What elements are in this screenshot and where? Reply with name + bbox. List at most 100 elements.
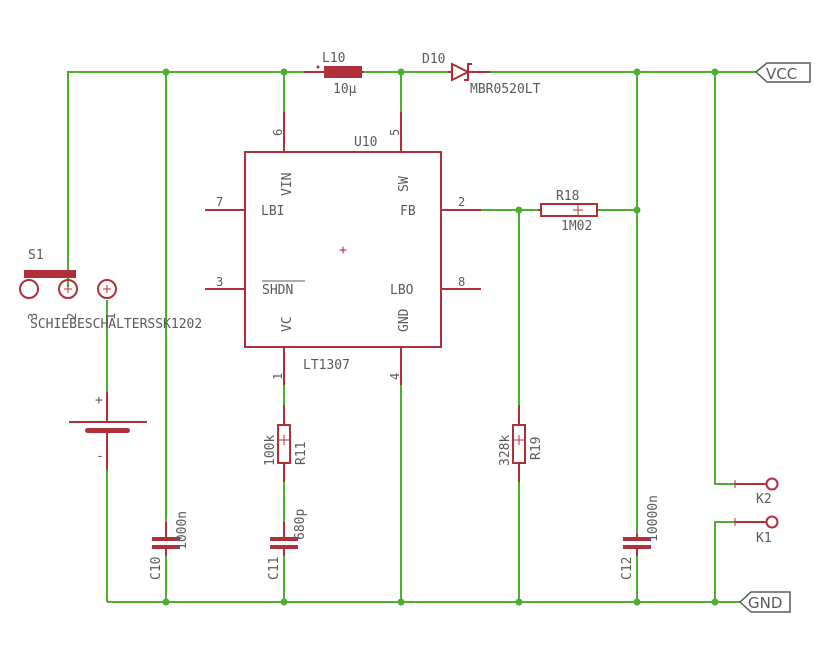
resistor-r11[interactable]: 100k R11: [263, 385, 309, 482]
pin-vc-number: 1: [271, 373, 285, 380]
pin-gnd-label: GND: [397, 308, 412, 332]
resistor-value: 1M02: [561, 219, 592, 234]
diode-value: MBR0520LT: [470, 82, 541, 97]
battery[interactable]: + -: [69, 392, 147, 470]
diode-d10[interactable]: D10 MBR0520LT: [422, 52, 541, 97]
pin-vc-label: VC: [280, 316, 295, 332]
capacitor-name: C12: [620, 557, 635, 580]
junction: [162, 68, 170, 76]
switch-pad-3: [19, 279, 39, 299]
junction: [633, 68, 641, 76]
capacitor-name: C10: [149, 557, 164, 580]
pin-sw-number: 5: [388, 129, 402, 136]
capacitor-plate: [152, 545, 180, 549]
vcc-text: VCC: [766, 65, 797, 83]
slide-switch-s1[interactable]: S1 3 2 1 SCHIEBESCHALTERSSK1202: [19, 248, 202, 332]
switch-pin-3: 3: [26, 313, 40, 320]
wires: [67, 71, 756, 603]
pin-fb-number: 2: [458, 195, 465, 209]
connector-name: K1: [756, 531, 772, 546]
diode-triangle: [451, 62, 471, 82]
junction: [280, 598, 288, 606]
junction: [397, 598, 405, 606]
pin-shdn-label: SHDN: [262, 283, 293, 298]
junction: [633, 598, 641, 606]
diode-name: D10: [422, 52, 445, 67]
capacitor-c10[interactable]: 1000n C10: [149, 511, 190, 580]
connector-pad: [765, 477, 779, 491]
switch-pin-1: 1: [104, 313, 118, 320]
junction: [633, 206, 641, 214]
pin-vin-label: VIN: [280, 173, 295, 196]
capacitor-plate: [623, 545, 651, 549]
junction: [711, 598, 719, 606]
junction: [397, 68, 405, 76]
wire-top-left: [67, 71, 304, 287]
inductor-l10[interactable]: L10 10µ: [304, 51, 364, 97]
switch-pad-1: [97, 279, 117, 299]
resistor-name: R19: [529, 437, 544, 460]
junction: [515, 206, 523, 214]
capacitor-name: C11: [267, 557, 282, 580]
capacitor-c11[interactable]: 680p C11: [267, 509, 308, 580]
capacitor-value: 10000n: [646, 495, 661, 542]
ic-u10[interactable]: + U10 LT1307 6 5 7 2 3 8 1 4 VIN SW LBI …: [205, 112, 481, 385]
gnd-text: GND: [748, 594, 782, 612]
connector-k2[interactable]: K2: [734, 477, 779, 508]
inductor-dot: [316, 65, 320, 69]
junctions: [162, 68, 719, 606]
switch-slider: [24, 270, 76, 278]
connector-name: K2: [756, 492, 772, 507]
resistor-name: R11: [294, 442, 309, 465]
capacitor-plate: [623, 537, 651, 541]
resistor-r19[interactable]: 328k R19: [498, 405, 544, 482]
ic-body: [244, 151, 442, 348]
ic-center-mark: +: [339, 243, 347, 258]
capacitor-value: 680p: [293, 509, 308, 540]
switch-value: SCHIEBESCHALTERSSK1202: [30, 317, 202, 332]
connector-pad: [765, 515, 779, 529]
junction: [162, 598, 170, 606]
inductor-value: 10µ: [333, 82, 357, 97]
inductor-name: L10: [322, 51, 345, 66]
junction: [515, 598, 523, 606]
capacitor-plate: [270, 537, 298, 541]
junction: [711, 68, 719, 76]
capacitor-plate: [152, 537, 180, 541]
ic-name: U10: [354, 135, 377, 150]
resistor-value: 328k: [498, 435, 513, 466]
gnd-supply-label[interactable]: GND: [738, 591, 791, 613]
capacitor-plate: [270, 545, 298, 549]
battery-plus-sign: +: [95, 393, 103, 408]
resistor-r18[interactable]: R18 1M02: [538, 189, 598, 234]
wire-k2: [714, 72, 735, 485]
junction: [280, 68, 288, 76]
battery-negative-plate: [85, 428, 130, 433]
capacitor-c12[interactable]: 10000n C12: [620, 495, 661, 580]
capacitor-value: 1000n: [175, 511, 190, 550]
gnd-flag: [738, 591, 791, 613]
resistor-name: R18: [556, 189, 579, 204]
switch-pin-2: 2: [65, 313, 79, 320]
resistor-body: [540, 203, 598, 217]
vcc-flag: [754, 62, 811, 83]
pin-lbo-number: 8: [458, 275, 465, 289]
pin-gnd-number: 4: [388, 373, 402, 380]
ic-value: LT1307: [303, 358, 350, 373]
vcc-supply-label[interactable]: VCC: [754, 62, 811, 83]
pin-fb-label: FB: [400, 204, 416, 219]
wire-k1: [714, 521, 735, 602]
connector-k1[interactable]: K1: [734, 515, 779, 547]
pin-lbo-label: LBO: [390, 283, 414, 298]
resistor-value: 100k: [263, 435, 278, 466]
pin-sw-label: SW: [397, 176, 412, 192]
pin-shdn-number: 3: [216, 275, 223, 289]
pin-vin-number: 6: [271, 129, 285, 136]
switch-name: S1: [28, 248, 44, 263]
pin-lbi-number: 7: [216, 195, 223, 209]
battery-minus-sign: -: [96, 449, 104, 464]
switch-pad-2: [58, 279, 78, 299]
inductor-body: [324, 66, 362, 78]
pin-lbi-label: LBI: [261, 204, 284, 219]
